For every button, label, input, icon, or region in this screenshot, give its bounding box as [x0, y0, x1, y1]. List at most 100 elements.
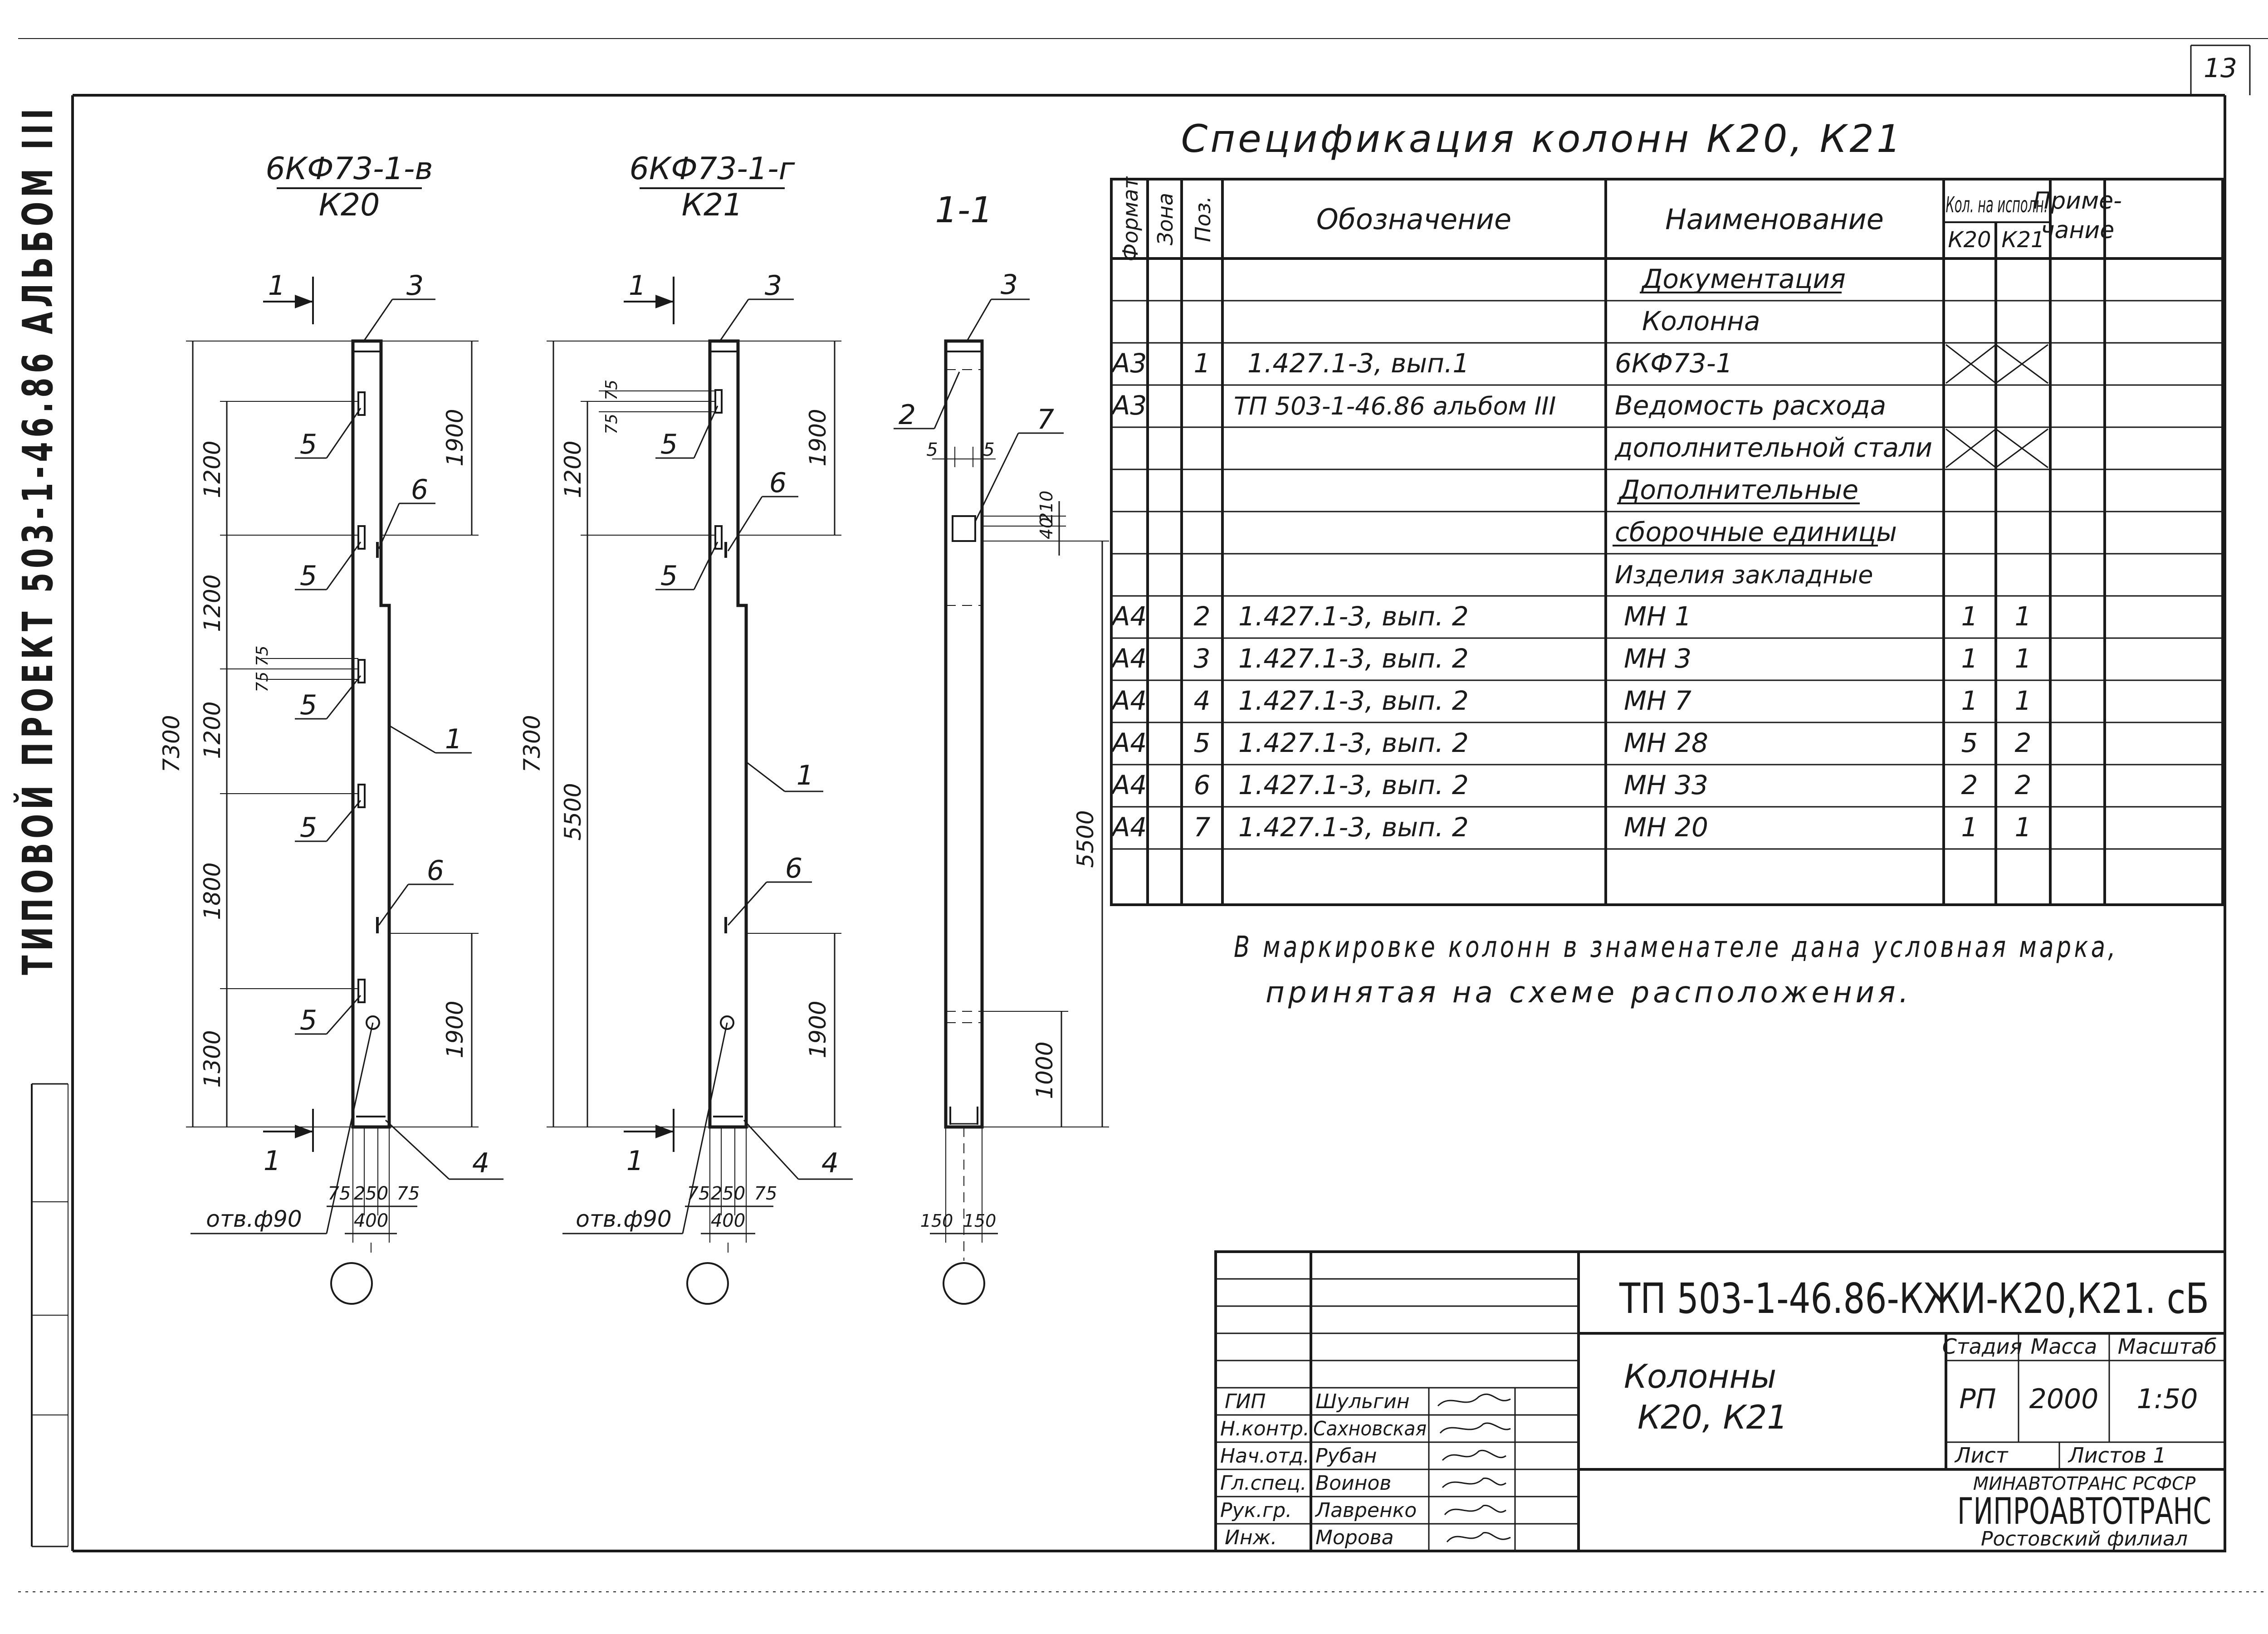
stage-value: РП	[1959, 1383, 1996, 1415]
spec-row-12-q2: 2	[2015, 770, 2032, 800]
spec-row-8-designation: 1.427.1-3, вып. 2	[1238, 601, 1469, 632]
spec-row-3-name: Ведомость расхода	[1615, 390, 1886, 421]
mass-value: 2000	[2029, 1383, 2099, 1415]
k20-name: К20	[319, 187, 380, 223]
k20-section-mark-bottom: 1	[264, 1145, 281, 1177]
spec-header-designation: Обозначение	[1316, 203, 1511, 236]
k20-axis-marker	[330, 1262, 373, 1305]
k20-dim-w3: 75	[397, 1183, 420, 1204]
k21-mark: 6КФ73-1-г	[630, 151, 796, 187]
section-title: 1-1	[935, 190, 992, 231]
k21-dim-w3: 75	[754, 1183, 777, 1204]
k21-dim-small2: 75	[602, 414, 621, 434]
k21-dim-top-right: 1900	[805, 409, 831, 466]
spec-row-12-name: МН 33	[1624, 770, 1708, 800]
org-name: ГИПРОАВТОТРАНС	[1957, 1490, 2211, 1532]
k20-section-mark-top: 1	[268, 270, 285, 302]
k20-dim-total: 7300	[158, 715, 185, 772]
k21-pos-6a: 6	[769, 467, 787, 499]
scale-value: 1:50	[2137, 1383, 2198, 1415]
spec-row-0-name: Документация	[1641, 263, 1846, 294]
k21-pos-4: 4	[821, 1147, 839, 1179]
k20-pos-6b: 6	[427, 855, 444, 887]
k21-dim-width: 400	[711, 1210, 745, 1231]
stamp-name-0: Шульгин	[1315, 1390, 1410, 1413]
k20-dim-bottom-right: 1900	[442, 1000, 468, 1058]
section-dim-bottom: 1000	[1031, 1041, 1058, 1099]
spec-row-13-q1: 1	[1961, 812, 1978, 843]
section-dim-d1: 40	[1036, 517, 1056, 539]
k21-name: К21	[682, 187, 743, 223]
spec-row-5-name: Дополнительные	[1618, 474, 1858, 505]
spec-row-12-designation: 1.427.1-3, вып. 2	[1238, 770, 1469, 800]
spec-header-pos: Поз.	[1191, 196, 1215, 242]
k20-mark: 6КФ73-1-в	[265, 151, 433, 187]
k20-dim-w1: 75	[328, 1183, 351, 1204]
spec-row-9-q1: 1	[1961, 643, 1978, 674]
section-dim-d2: 210	[1036, 491, 1056, 524]
k20-dim-w2: 250	[354, 1183, 388, 1204]
k20-dim-s3: 1200	[199, 701, 225, 759]
section-axis-marker	[943, 1262, 985, 1305]
k21-dim-s1: 1200	[560, 440, 586, 498]
k21-hole-label: отв.ф90	[576, 1206, 671, 1232]
section-pos-7: 7	[1037, 404, 1054, 435]
object-title-2: К20, К21	[1637, 1398, 1788, 1436]
column-view-k20: 6КФ73-1-в К20 7300 1200 1200 1200 1800	[158, 151, 503, 1305]
section-dim-gap2: 5	[983, 439, 994, 460]
k20-dim-s4: 1800	[199, 862, 225, 920]
k21-pos-5b: 5	[660, 560, 678, 592]
k20-pos-5c: 5	[300, 689, 317, 721]
spec-row-11-q2: 2	[2015, 727, 2032, 758]
spec-row-9-format: А4	[1110, 643, 1147, 674]
spec-row-2-name: 6КФ73-1	[1615, 348, 1733, 379]
spec-row-9-pos: 3	[1194, 643, 1211, 674]
section-dim-b2: 150	[963, 1211, 997, 1231]
spec-row-13-format: А4	[1110, 812, 1147, 843]
spec-row-8-q2: 1	[2015, 601, 2032, 632]
section-dim-lower: 5500	[1072, 810, 1099, 868]
k20-column-outline	[351, 339, 391, 1129]
spec-row-2-cross	[1945, 344, 2048, 384]
k21-section-mark-top: 1	[629, 270, 646, 302]
signatures	[1437, 1393, 1511, 1542]
stamp-name-2: Рубан	[1315, 1444, 1377, 1468]
k21-pos-5a: 5	[660, 429, 678, 460]
k21-column-outline	[708, 339, 748, 1129]
k21-pos-3: 3	[765, 270, 782, 302]
k20-dim-s1: 1200	[199, 440, 225, 498]
spec-row-8-q1: 1	[1961, 601, 1978, 632]
stamp-name-4: Лавренко	[1315, 1499, 1417, 1522]
spec-row-11-designation: 1.427.1-3, вып. 2	[1238, 727, 1469, 758]
k20-pos-1: 1	[445, 723, 462, 755]
spec-row-11-pos: 5	[1194, 727, 1211, 758]
k20-dim-s2: 1200	[199, 574, 225, 632]
title-block: ТП 503-1-46.86-КЖИ-К20,К21. сБ Колонны К…	[1214, 1250, 2226, 1552]
specification-table: Спецификация колонн К20, К21 Формат Зона…	[1110, 117, 2224, 906]
k21-dim-w2: 250	[711, 1183, 745, 1204]
stamp-role-0: ГИП	[1225, 1390, 1266, 1413]
note-line-2: принятая на схеме расположения.	[1266, 976, 1912, 1010]
org-ministry: МИНАВТОТРАНС РСФСР	[1973, 1473, 2196, 1494]
org-branch: Ростовский филиал	[1981, 1527, 2188, 1551]
k20-pos-5d: 5	[300, 812, 317, 844]
stamp-role-3: Гл.спец.	[1220, 1472, 1307, 1495]
page-number: 13	[2204, 53, 2237, 83]
k20-pos-6a: 6	[411, 474, 428, 506]
spec-row-10-name: МН 7	[1624, 685, 1691, 716]
spec-header-name: Наименование	[1665, 203, 1884, 236]
k21-dim-small1: 75	[602, 380, 621, 400]
k20-dim-s5: 1300	[199, 1030, 225, 1088]
stamp-name-3: Воинов	[1315, 1472, 1391, 1495]
mass-label: Масса	[2031, 1334, 2097, 1359]
k20-pos-5e: 5	[300, 1005, 317, 1036]
k20-dim-top-right: 1900	[442, 409, 468, 466]
left-margin-text: ТИПОВОЙ ПРОЕКТ 503-1-46.86 АЛЬБОМ III	[13, 104, 62, 975]
spec-row-4-name: дополнительной стали	[1614, 432, 1932, 463]
k21-dim-total: 7300	[519, 715, 545, 772]
stamp-name-1: Сахновская	[1313, 1417, 1427, 1440]
spec-row-10-pos: 4	[1194, 685, 1211, 716]
spec-header-zone: Зона	[1153, 193, 1178, 245]
spec-header-note-1: Приме-	[2033, 187, 2122, 215]
